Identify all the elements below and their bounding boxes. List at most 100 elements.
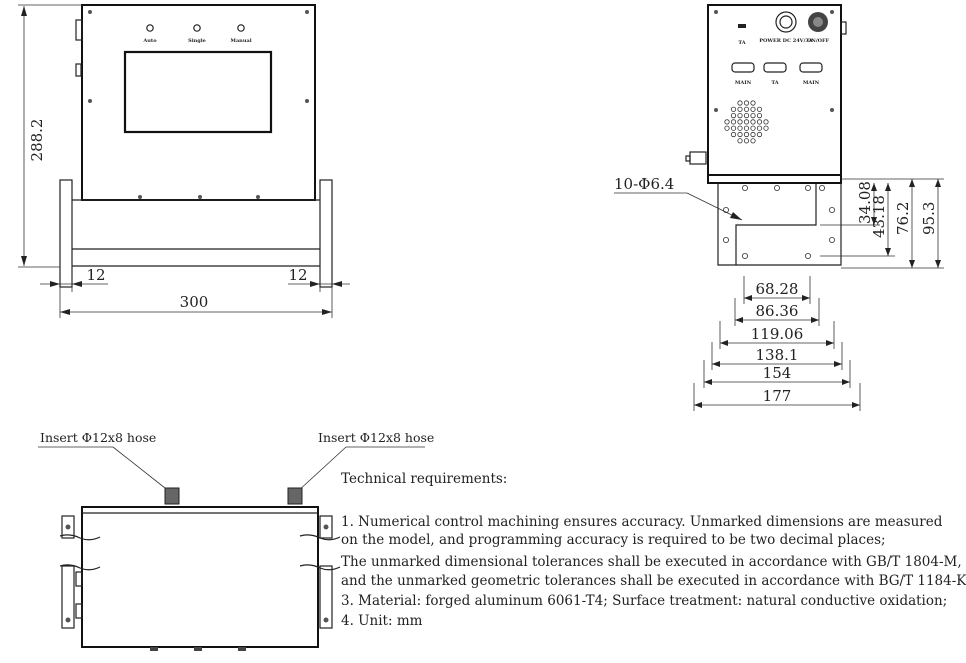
hose-label-right: Insert Φ12x8 hose [318,430,434,445]
grille-hole [756,119,763,125]
foot-icon [150,647,158,651]
grille-hole [756,113,763,119]
arrow-icon [21,256,27,266]
grille-hole [730,131,737,138]
grille-hole [737,138,743,144]
grille-hole [763,125,769,131]
grille-hole [743,119,750,125]
cable-gland-icon [689,151,707,165]
screw-icon [256,195,260,199]
arrow-icon [802,295,810,301]
mount-hole-icon [723,236,730,243]
mount-plate-top [707,174,842,184]
grille-hole [730,113,737,119]
dim-height-label: 288.2 [28,119,46,162]
grille-hole [737,100,743,106]
screw-icon [714,10,718,14]
break-line [59,534,101,541]
screw-icon [323,524,329,530]
arrow-icon [909,260,915,268]
grille-hole [743,100,750,106]
screw-icon [830,10,834,14]
panel-label-main-2: MAIN [803,80,820,86]
requirements-line-2: on the model, and programming accuracy i… [341,532,886,548]
side-view: TA POWER DC 24V/3A ON/OFF MAIN TA MAIN [614,4,944,411]
arrow-icon [744,295,752,301]
grille-hole [750,113,756,119]
screw-icon [198,195,202,199]
dim-h-label: 177 [763,387,792,405]
panel-label-ta-2: TA [771,80,778,86]
panel-label-ta: TA [738,40,745,46]
mount-bracket-right [816,183,842,266]
grille-hole [737,131,743,138]
requirements-line-6: 4. Unit: mm [341,613,423,629]
arrow-icon [310,281,320,287]
grille-hole [756,106,763,112]
grille-hole [750,125,756,131]
screw-icon [305,99,309,103]
screw-icon [65,524,71,530]
front-view: Auto Single Manual 288.2 12 [18,4,350,318]
mount-hole-icon [805,184,812,191]
grille-hole [737,119,743,125]
panel-label-main-1: MAIN [735,80,752,86]
screw-icon [305,10,309,14]
power-connector-icon [775,11,797,33]
grille-hole [750,106,756,112]
arrow-icon [322,309,332,315]
bottom-flange-icon [61,565,75,629]
button-label-auto: Auto [142,38,157,44]
hose-fitting-left-icon [164,487,180,505]
requirements-line-3: The unmarked dimensional tolerances shal… [341,554,962,570]
grille-hole [737,125,743,131]
power-connector-inner [779,15,793,29]
requirements-line-4: and the unmarked geometric tolerances sh… [341,573,966,589]
mounting-holes [723,184,836,259]
arrow-icon [935,260,941,268]
bottom-handle [75,603,83,619]
button-label-manual: Manual [230,38,251,44]
grille-hole [743,125,750,131]
dim-v1-label: 34.08 [856,181,874,224]
mount-hole-icon [723,206,730,213]
dim-width-label: 300 [180,293,209,311]
dim-h-label: 119.06 [751,325,804,343]
dim-v2-label: 43.18 [870,195,888,238]
arrow-icon [842,379,850,385]
power-switch-inner [813,17,823,27]
front-enclosure [81,4,316,201]
screw-icon [88,10,92,14]
arrow-icon [712,361,720,367]
front-left-clip [75,63,82,77]
grille-hole [737,113,743,119]
arrow-icon [21,6,27,16]
arrow-icon [720,340,728,346]
grille-hole [730,106,737,112]
screw-icon [138,195,142,199]
arrow-icon [72,281,82,287]
side-right-clip [840,21,847,35]
grille-hole [724,125,730,131]
arrow-icon [852,402,860,408]
grille-hole [756,131,763,138]
dim-h-label: 68.28 [756,280,799,298]
button-label-single: Single [188,38,206,44]
arrow-icon [826,340,834,346]
grille-hole [750,131,756,138]
db9-connector-icon [763,62,787,73]
arrow-icon [834,361,842,367]
foot-icon [238,647,246,651]
grille-hole [724,119,730,125]
manual-indicator [237,24,245,32]
auto-indicator [146,24,154,32]
mount-bracket-left [717,183,817,266]
hose-label-left: Insert Φ12x8 hose [40,430,156,445]
cable-gland-nut [685,155,691,162]
front-right-flange [319,179,333,288]
dim-v3-label: 76.2 [894,202,912,235]
arrow-icon [694,402,702,408]
grille-hole [743,113,750,119]
mount-hole-icon [774,184,781,191]
